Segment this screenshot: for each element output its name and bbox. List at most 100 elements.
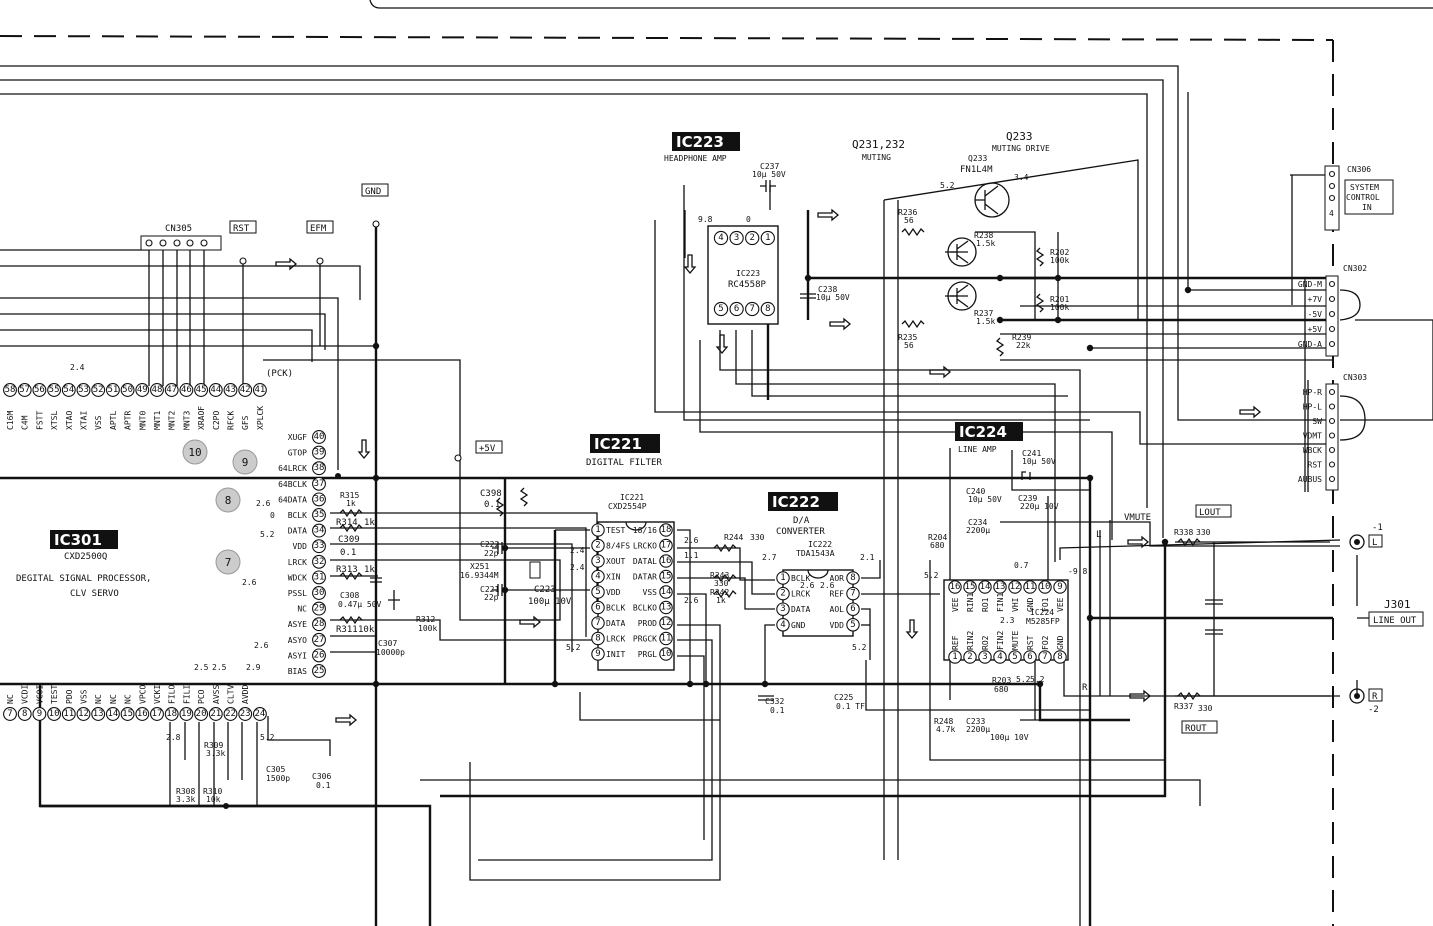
r237-val: 1.5k (976, 317, 995, 326)
passive-symbols (339, 180, 1223, 701)
ic301-pin-name: C4M (21, 415, 30, 430)
v-note: 2.6 (800, 581, 815, 590)
ic221-pin-8 (591, 631, 605, 646)
ic224-tag: IC224 (959, 423, 1007, 441)
ic221-tag: IC221 (594, 435, 642, 453)
ic221-pin-14-number: 14 (661, 587, 672, 597)
c234-ref: C234 (968, 518, 987, 527)
j301-desc: LINE OUT (1373, 616, 1417, 626)
ic301-pin-name: XRAOF (197, 406, 206, 430)
c305-val: 1500p (266, 774, 290, 783)
ic301-pin-name: APTR (124, 411, 133, 430)
ic222-pin-name: AOL (830, 605, 845, 614)
ic222-part: TDA1543A (796, 549, 835, 558)
ic301-pin-28 (312, 617, 326, 632)
v-note: 2.3 (1000, 616, 1015, 625)
c223-val: 100µ 10V (528, 597, 572, 607)
c240-ref: C240 (966, 487, 985, 496)
ic301-pin-48 (150, 383, 164, 397)
r312-ref: R312 (416, 615, 435, 624)
c241-val: 10µ 50V (1022, 457, 1056, 466)
ic301-pin-name: ASYI (288, 651, 307, 660)
c307-ref: C307 (378, 639, 397, 648)
ic223-pin-4 (713, 230, 729, 246)
ic301-pin-17-number: 17 (152, 709, 163, 719)
v-note: 2.4 (570, 546, 585, 555)
ic301-pin-33-number: 33 (314, 541, 325, 551)
ic301-pin-name: MNT0 (138, 411, 147, 430)
v-note: 2.9 (246, 663, 261, 672)
ic221-pin-name: DATA (606, 619, 625, 628)
ic301-pin-47 (164, 383, 179, 397)
ic224-pin-13 (993, 580, 1007, 594)
ic221-pin-17 (659, 538, 673, 553)
x251-ref: X251 (470, 562, 489, 571)
r337-ref: R337 (1174, 702, 1193, 711)
c223-ref: C223 (534, 585, 556, 595)
ic224-pin-15 (963, 580, 977, 594)
ic301-pin-name: MNT1 (153, 411, 162, 430)
ic301-pin-54 (61, 383, 76, 397)
cn302-pin (1328, 340, 1336, 348)
ic221-pin-15-number: 15 (661, 572, 672, 582)
ic224-pin-name: REF (951, 635, 960, 650)
cn303-pin (1328, 403, 1336, 410)
ic301-right-pins: 40XUGF39GTOP3864LRCK3764BCLK3664DATA35BC… (278, 430, 326, 678)
c308-val: 0.47µ 50V (338, 600, 382, 609)
ic224-pin-16-number: 16 (950, 582, 961, 592)
wiring (0, 65, 1433, 926)
r338-ref: R338 (1174, 528, 1193, 537)
ic221-pin-8-number: 8 (595, 634, 600, 644)
ic222-pin-7 (846, 586, 860, 601)
ic221-pin-13-number: 13 (661, 603, 672, 613)
ic301-pin-8 (17, 707, 32, 721)
ic301-pin-40-number: 40 (314, 432, 325, 442)
r313-ref: R313 (336, 565, 358, 575)
r309-val: 3.3k (206, 749, 225, 758)
v-note: 5.2 (852, 643, 867, 652)
ic301-pin-name: BCLK (288, 511, 307, 520)
ic301-pin-name: XUGF (288, 433, 307, 442)
r242-val: 1k (716, 596, 726, 605)
r201-ref: R201 (1050, 295, 1069, 304)
ic301-pin-name: XTAI (80, 411, 89, 430)
r-channel-label: R (1082, 683, 1088, 693)
ic301-pin-name: ASYE (288, 620, 307, 629)
r248-val: 4.7k (936, 725, 955, 734)
ic224-pin-13-number: 13 (995, 582, 1006, 592)
r204-val: 680 (930, 541, 945, 550)
v-note: -9.8 (1068, 567, 1087, 576)
ic222-pin-4-number: 4 (780, 620, 785, 630)
cn302-pin-label: -5V (1308, 310, 1323, 319)
ic223-pin-7-number: 7 (749, 304, 754, 314)
ic301-pin-name: FSTT (35, 411, 44, 430)
ic221-pin-9-number: 9 (595, 649, 600, 659)
r244-ref: R244 (724, 533, 743, 542)
c222-val: 22p (484, 549, 499, 558)
ic301-pin-name: AVSS (212, 685, 221, 704)
ic301-pin-name: XTSL (50, 411, 59, 430)
ic301-pin-36 (312, 492, 326, 507)
p5v-label: +5V (479, 444, 496, 454)
cn303-pin-label: AUBUS (1298, 475, 1322, 484)
ic224-pin-4 (993, 650, 1007, 664)
efm-label: EFM (310, 224, 327, 234)
ic301-pin-34-number: 34 (314, 526, 325, 536)
ic224-pin-name: FIN1 (996, 593, 1005, 612)
r236-val: 56 (904, 216, 914, 225)
q233-desc: MUTING DRIVE (992, 144, 1050, 153)
ic301-pin-25 (312, 664, 326, 678)
cn303-pin (1328, 432, 1336, 439)
ic221-pin-7 (591, 616, 605, 630)
r202-ref: R202 (1050, 248, 1069, 257)
ic301-pin-26-number: 26 (314, 650, 325, 660)
ic224-pin-name: FIN2 (996, 631, 1005, 650)
ic301-pin-52-number: 52 (93, 385, 104, 395)
r311-val: 10k (358, 625, 375, 635)
ic222-pin-name: AOR (830, 574, 845, 583)
ic301-pin-57 (17, 383, 32, 397)
ic301-pin-47-number: 47 (166, 385, 177, 395)
ic224-pin-1 (948, 650, 962, 664)
